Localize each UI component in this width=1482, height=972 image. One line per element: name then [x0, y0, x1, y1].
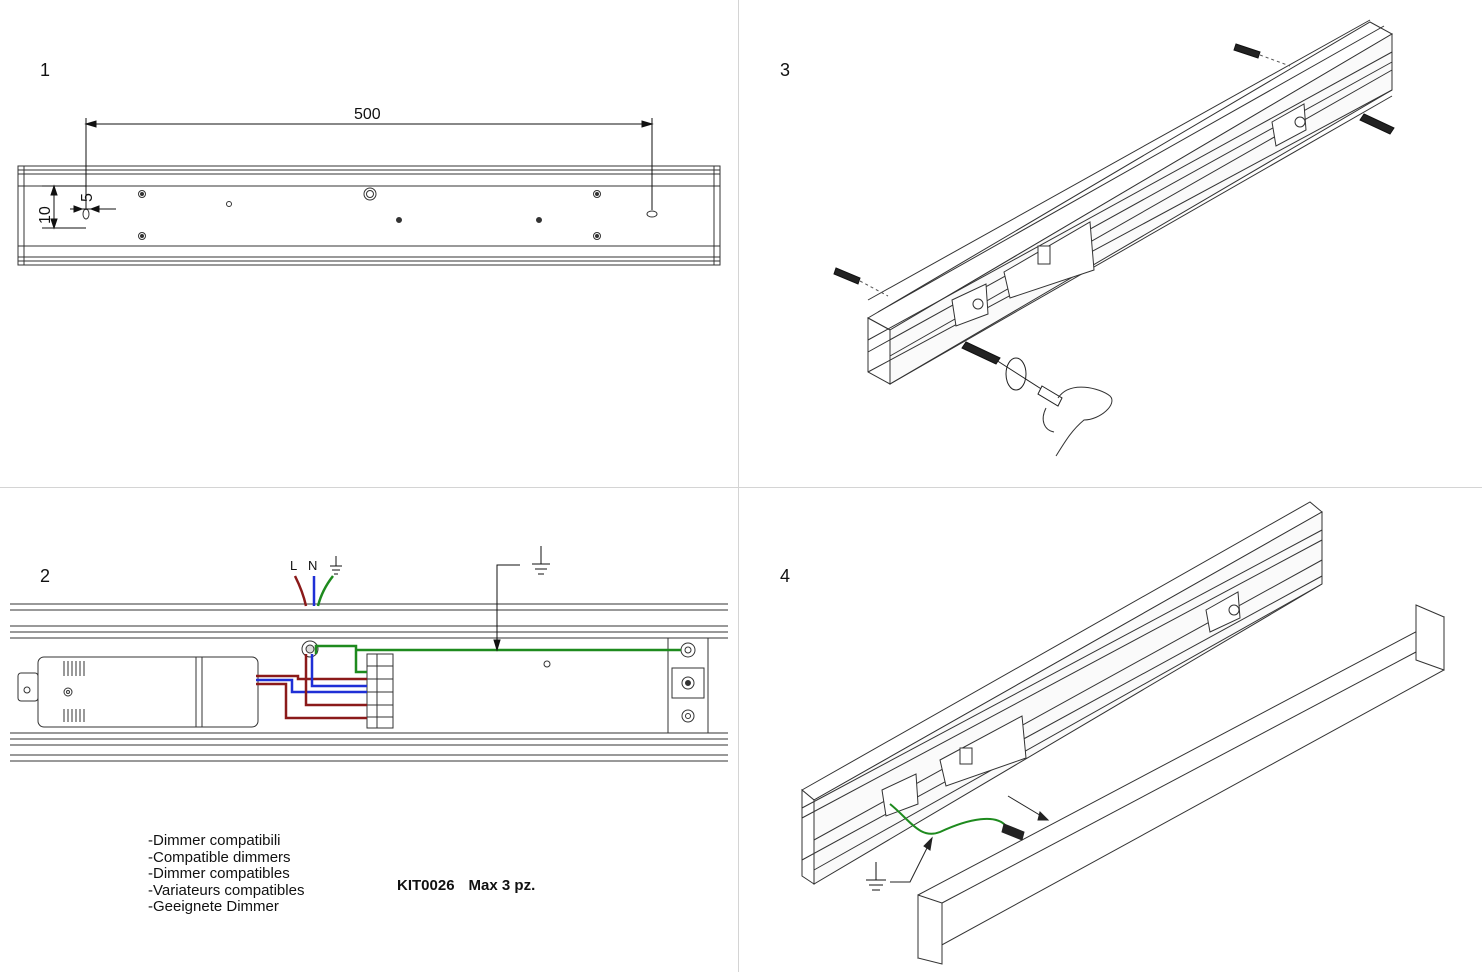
dimmer-line-en: -Compatible dimmers: [148, 848, 291, 866]
panel-step-1: 1: [0, 0, 738, 487]
dimmer-line-es: -Dimmer compatibles: [148, 865, 290, 882]
kit-code: KIT0026: [397, 877, 455, 894]
step-number: 2: [40, 566, 51, 586]
dimmer-line-de: -Geeignete Dimmer: [148, 898, 279, 915]
kit-max: Max 3 pz.: [468, 877, 536, 894]
dimmer-line-fr: -Variateurs compatibles: [148, 881, 305, 899]
compatible-dimmers-list: -Dimmer compatibili -Compatible dimmers …: [148, 832, 305, 916]
step-number: 1: [40, 60, 51, 80]
step-number: 3: [780, 60, 791, 80]
horizontal-divider: [0, 487, 1482, 488]
dimmer-line-it: -Dimmer compatibili: [148, 832, 281, 849]
panel-step-2: 2: [0, 488, 738, 972]
panel-step-4: 4: [739, 488, 1482, 972]
step-number: 4: [780, 566, 791, 586]
panel-step-3: 3: [739, 0, 1482, 487]
vertical-divider: [738, 0, 739, 972]
kit-info: KIT0026 Max 3 pz.: [397, 877, 535, 894]
